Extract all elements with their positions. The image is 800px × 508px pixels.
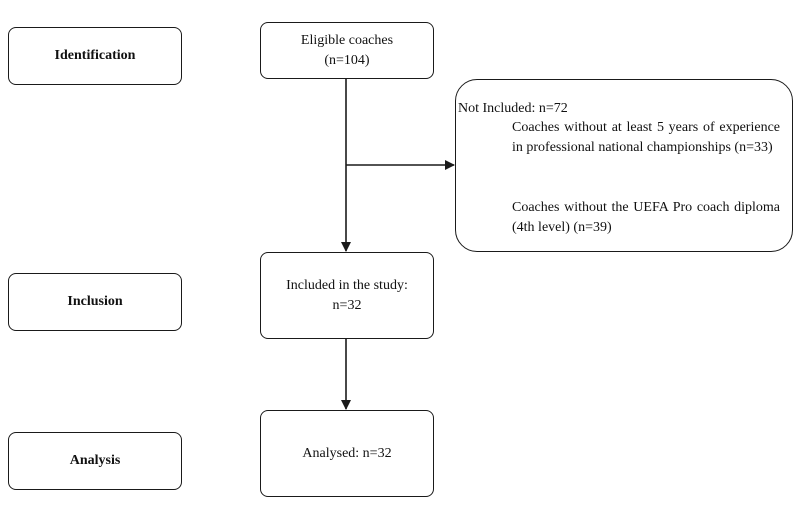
stage-analysis: Analysis [8, 432, 182, 490]
stage-identification-label: Identification [54, 48, 136, 63]
not-included-heading: Not Included: n=72 [458, 101, 568, 116]
stage-inclusion-label: Inclusion [67, 294, 123, 309]
stage-identification: Identification [8, 27, 182, 85]
stage-analysis-label: Analysis [69, 453, 121, 468]
eligible-coaches-box: Eligible coaches (n=104) [260, 22, 434, 79]
stage-inclusion: Inclusion [8, 273, 182, 331]
eligible-coaches-count: (n=104) [324, 52, 370, 68]
included-count: n=32 [332, 297, 362, 313]
included-label: Included in the study: [286, 277, 408, 293]
included-box: Included in the study: n=32 [260, 252, 434, 339]
exclusion-reason-experience: Coaches without at least 5 years of expe… [512, 120, 780, 155]
exclusion-reason-diploma: Coaches without the UEFA Pro coach diplo… [512, 200, 780, 235]
eligible-coaches-label: Eligible coaches [300, 32, 394, 48]
analysed-label: Analysed: n=32 [302, 445, 392, 461]
not-included-box: Not Included: n=72 Coaches without at le… [455, 79, 793, 252]
analysed-box: Analysed: n=32 [260, 410, 434, 497]
